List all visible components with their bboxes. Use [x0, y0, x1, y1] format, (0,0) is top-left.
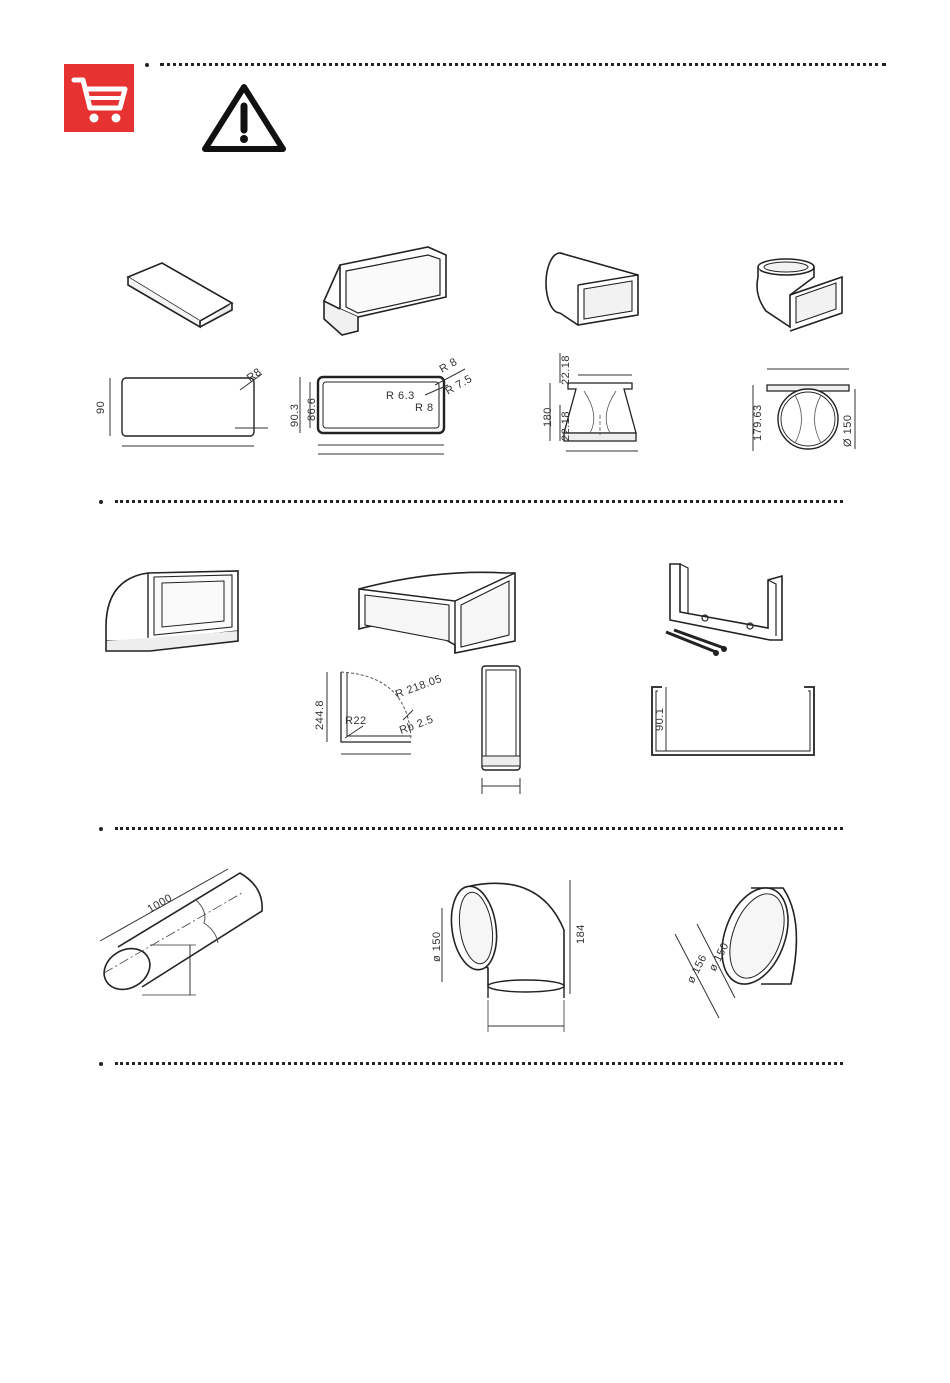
wall-bracket-dimension: 90.1 [640, 675, 825, 765]
dim-r8-a: R 8 [438, 356, 460, 376]
dim-diameter-156: ø 156 [685, 953, 710, 986]
dim-90-1: 90.1 [654, 708, 666, 731]
dim-22-18-bottom: 22.18 [560, 411, 572, 441]
header-separator [160, 63, 886, 66]
dim-r8-b: R 8 [415, 402, 434, 414]
dim-244-8: 244.8 [314, 700, 326, 730]
cart-badge [64, 64, 134, 132]
round-connector-drawing: ø 156 ø 150 [665, 880, 815, 1025]
dim-86-6: 86.6 [306, 398, 318, 421]
vertical-bend-drawing [100, 565, 245, 660]
separator-bullet [99, 1062, 103, 1066]
round-pipe-drawing: 1000 [92, 865, 277, 1005]
dim-diameter-150: Ø 150 [842, 415, 854, 447]
section-separator [115, 500, 843, 503]
dim-90: 90 [95, 401, 107, 414]
horizontal-bend-side-dimension [474, 660, 529, 800]
section-separator [115, 827, 843, 830]
dim-r7-5: R 7.5 [444, 373, 475, 398]
dim-180: 180 [542, 407, 554, 427]
separator-bullet [99, 500, 103, 504]
rectangular-duct-dimension: 90 R8 [90, 360, 280, 455]
dim-1000: 1000 [146, 892, 175, 916]
rectangular-connector-dimension: 90.3 86.6 R 8 R 7.5 R 6.3 R 8 [290, 355, 490, 460]
horizontal-bend-drawing [355, 565, 520, 660]
separator-bullet [145, 63, 149, 67]
dim-22-18-top: 22.18 [560, 355, 572, 385]
dim-184: 184 [575, 924, 587, 944]
dim-r218-05: R 218.05 [394, 673, 444, 701]
dim-179-63: 179.63 [752, 404, 764, 441]
dim-r22: R22 [345, 715, 367, 727]
dim-diameter-150: ø 150 [431, 931, 443, 962]
shopping-cart-icon [64, 64, 134, 132]
round-elbow-drawing: ø 150 184 [430, 870, 595, 1040]
rect-to-round-adapter-dimension: 22.18 180 22.18 [538, 345, 648, 460]
dim-90-3: 90.3 [290, 404, 301, 427]
rectangular-duct-drawing [120, 255, 240, 330]
warning-triangle-icon [200, 82, 288, 154]
rectangular-connector-drawing [320, 245, 450, 340]
round-spigot-adapter-dimension: 179.63 Ø 150 [745, 355, 865, 460]
wall-bracket-drawing [650, 560, 795, 660]
horizontal-bend-dimension: 244.8 R 218.05 R22 Rb 2.5 [305, 660, 465, 770]
separator-bullet [99, 827, 103, 831]
section-separator [115, 1062, 843, 1065]
dim-rb2-5: Rb 2.5 [398, 713, 435, 736]
round-spigot-adapter-drawing [750, 255, 850, 335]
dim-r6-3: R 6.3 [386, 390, 415, 402]
rect-to-round-adapter-drawing [538, 245, 648, 330]
